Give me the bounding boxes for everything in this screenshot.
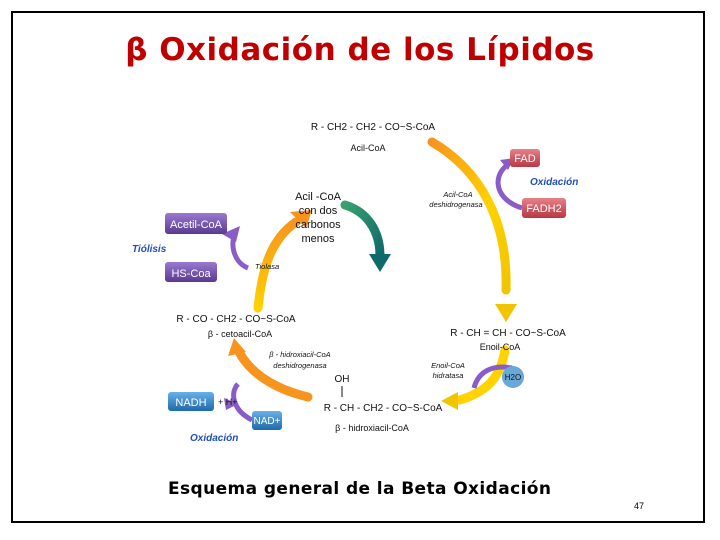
fad-box [510,149,540,167]
nadh-label: NADH [175,397,206,409]
arc-left [253,217,301,313]
enzyme-1-line-2: deshidrogenasa [429,200,482,209]
nad-label: NAD+ [254,416,281,427]
diagram-caption: Esquema general de la Beta Oxidación [168,479,552,499]
cetoacil-name: β - cetoacil-CoA [208,329,272,339]
cetoacil-formula: R - CO - CH2 - CO~S-CoA [176,314,296,325]
enoil-coa-formula: R - CH = CH - CO~S-CoA [450,328,566,339]
acetil-coa-label: Acetil-CoA [170,219,223,231]
hidroxiacil-oh: OH [335,374,350,385]
hidroxiacil-formula: R - CH - CH2 - CO~S-CoA [324,403,443,414]
enzyme-3-line-1: β - hidroxiacil-CoA [268,350,330,359]
fad-arc [495,164,523,211]
oxidacion-label-2: Oxidación [190,433,238,444]
hs-coa-label: HS-Coa [171,268,211,280]
arrowhead-bottom-left [228,338,246,356]
enzyme-3-line-2: deshidrogenasa [273,361,326,370]
center-line-2: con dos [299,205,338,217]
enoil-coa-name: Enoil-CoA [480,342,521,352]
arrowhead-bottom [441,392,458,410]
arrowhead-left-top [290,210,312,228]
tiolasa-label: Tiolasa [255,262,279,271]
slide-title: β Oxidación de los Lípidos [125,32,595,68]
center-line-1: Acil -CoA [295,191,342,203]
center-line-3: carbonos [295,219,341,231]
h-plus-label: + H+ [218,397,238,407]
oxidacion-label-1: Oxidación [530,177,578,188]
center-arrowhead [369,254,391,272]
page-number: 47 [634,501,645,511]
center-line-4: menos [301,233,335,245]
acil-coa-formula: R - CH2 - CH2 - CO~S-CoA [311,122,436,133]
fad-label: FAD [514,153,535,165]
fadh2-label: FADH2 [526,203,561,215]
tiolisis-label: Tiólisis [132,244,167,255]
h2o-circle [502,366,524,388]
nadh-box [168,392,214,411]
arc-bottom-left [233,345,313,402]
enzyme-1-line-1: Acil-CoA [442,190,472,199]
h2o-arc [471,364,513,389]
nad-arrowhead [224,398,238,410]
enzyme-2-line-1: Enoil-CoA [431,361,465,370]
nad-box [252,411,282,430]
nad-arc [231,382,254,423]
arc-right [455,345,510,405]
hs-coa-box [165,262,217,282]
hidroxiacil-name: β - hidroxiacil-CoA [335,423,409,433]
tiolisis-arrowhead [222,226,240,242]
arc-top-right [427,137,511,295]
fadh2-box [522,198,566,218]
h2o-label: H2O [505,373,521,382]
arrowhead-right [495,304,517,322]
acil-coa-name: Acil-CoA [350,143,385,153]
center-arrow [340,200,385,261]
slide-frame [11,11,705,523]
enzyme-2-line-2: hidratasa [433,371,464,380]
acetil-coa-box [165,213,227,234]
